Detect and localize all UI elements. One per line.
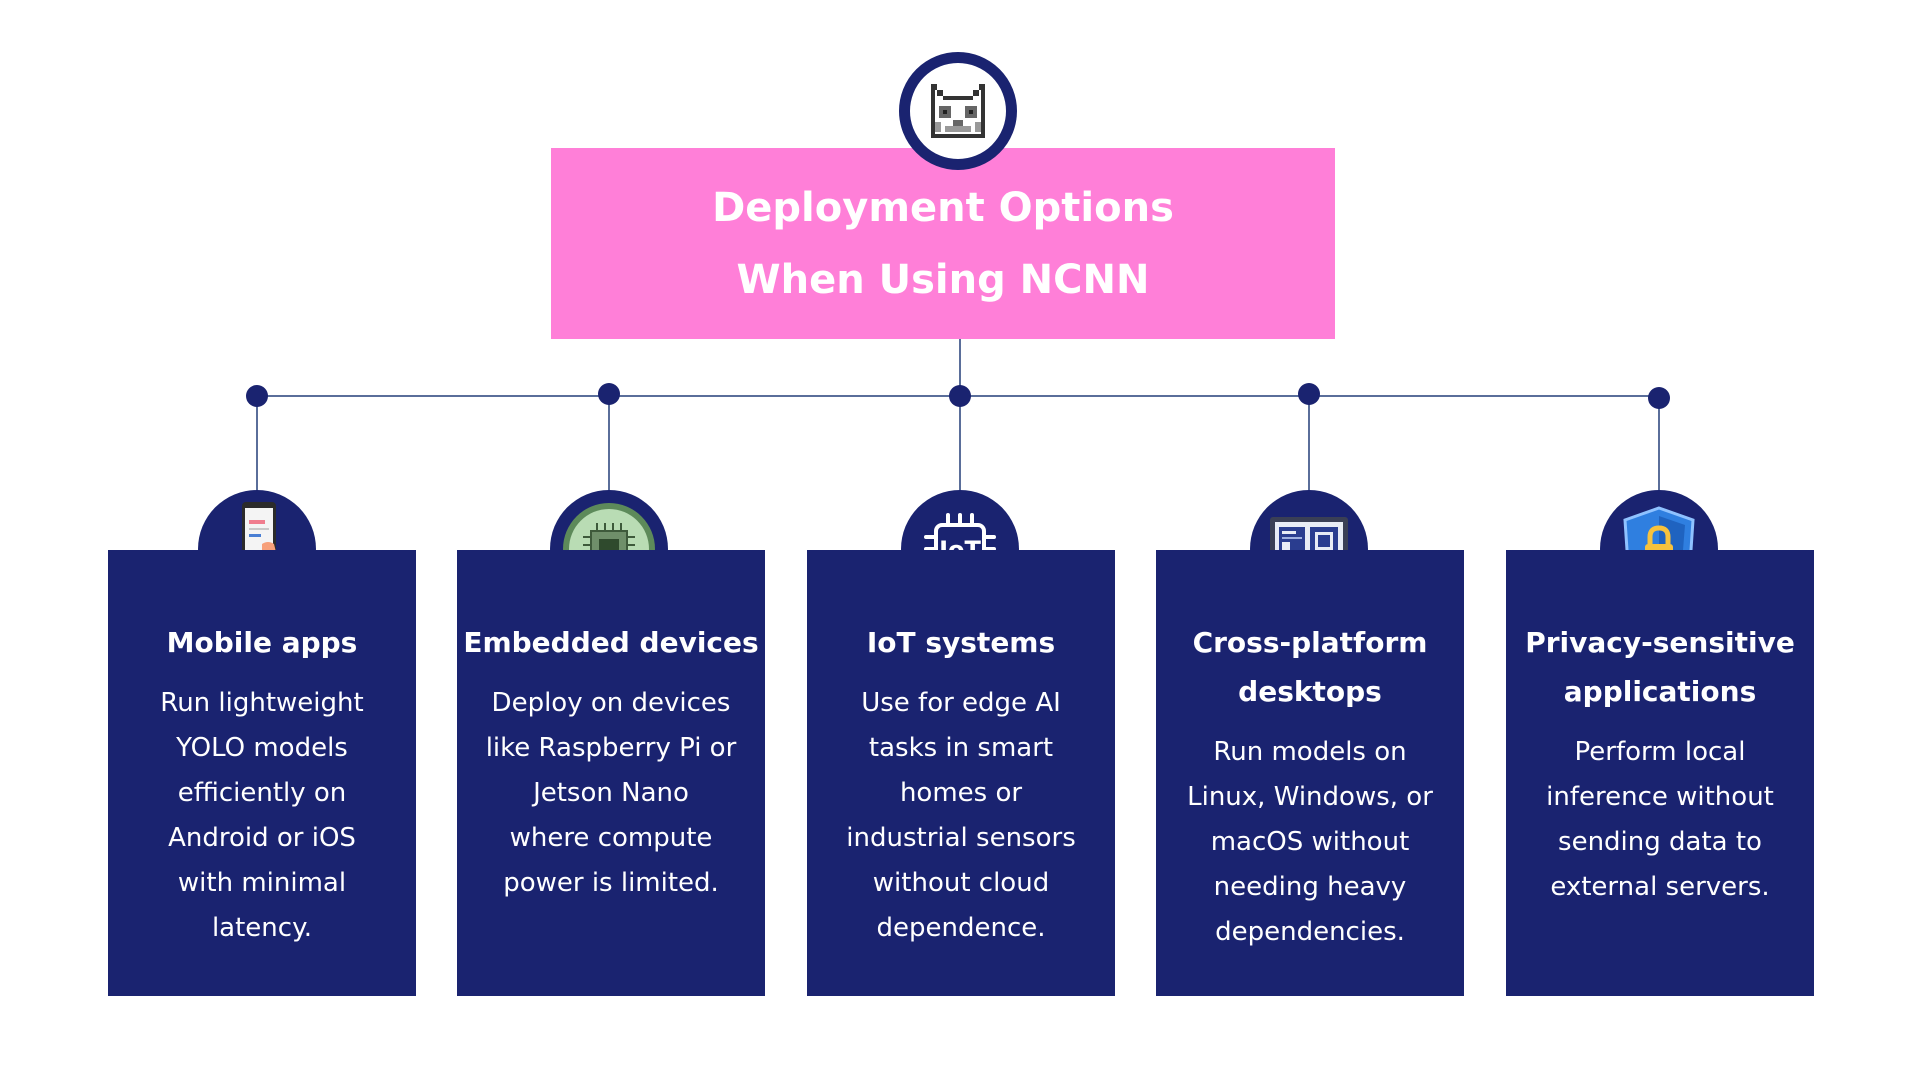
desc-line: without cloud [872, 868, 1050, 898]
desc-line: Run models on [1213, 737, 1407, 767]
desc-line: macOS without [1210, 827, 1410, 857]
card-description: Use for edge AI tasks in smart homes or … [807, 681, 1115, 951]
card-title: Privacy-sensitive applications [1506, 618, 1814, 716]
desc-line: efficiently on [177, 778, 347, 808]
card-title: Embedded devices [457, 618, 765, 667]
desc-line: Use for edge AI [861, 688, 1061, 718]
card-title: Cross-platform desktops [1156, 618, 1464, 716]
bus-node-2 [598, 383, 620, 405]
card-mobile-apps: Mobile apps Run lightweight YOLO models … [108, 550, 416, 996]
desc-line: power is limited. [503, 868, 719, 898]
desc-line: needing heavy [1213, 872, 1407, 902]
pixel-cat-icon [931, 84, 985, 138]
desc-line: dependence. [876, 913, 1046, 943]
desc-line: like Raspberry Pi or [485, 733, 737, 763]
card-description: Perform local inference without sending … [1506, 730, 1814, 910]
card-description: Run lightweight YOLO models efficiently … [108, 681, 416, 951]
desc-line: where compute [509, 823, 713, 853]
card-cross-platform-desktops: Cross-platform desktops Run models on Li… [1156, 550, 1464, 996]
desc-line: dependencies. [1215, 917, 1405, 947]
card-description: Run models on Linux, Windows, or macOS w… [1156, 730, 1464, 955]
desc-line: Run lightweight [160, 688, 364, 718]
desc-line: external servers. [1550, 872, 1770, 902]
desc-line: sending data to [1558, 827, 1762, 857]
card-embedded-devices: Embedded devices Deploy on devices like … [457, 550, 765, 996]
desc-line: Jetson Nano [533, 778, 689, 808]
card-title-line: Cross-platform [1192, 626, 1428, 659]
title-line-2: When Using NCNN [736, 256, 1150, 303]
card-description: Deploy on devices like Raspberry Pi or J… [457, 681, 765, 906]
card-title-line: Embedded devices [463, 626, 759, 659]
bus-node-3 [949, 385, 971, 407]
card-title-line: Privacy-sensitive [1525, 626, 1795, 659]
card-title-line: applications [1563, 675, 1757, 708]
desc-line: with minimal [177, 868, 347, 898]
card-privacy-sensitive-applications: Privacy-sensitive applications Perform l… [1506, 550, 1814, 996]
card-title-line: IoT systems [866, 626, 1056, 659]
bus-node-1 [246, 385, 268, 407]
desc-line: Perform local [1574, 737, 1746, 767]
title-box: Deployment Options When Using NCNN [551, 148, 1335, 339]
card-title: IoT systems [807, 618, 1115, 667]
desc-line: inference without [1546, 782, 1774, 812]
desc-line: industrial sensors [846, 823, 1076, 853]
desc-line: Deploy on devices [491, 688, 731, 718]
desc-line: tasks in smart [868, 733, 1054, 763]
logo-badge [899, 52, 1017, 170]
card-title: Mobile apps [108, 618, 416, 667]
desc-line: homes or [899, 778, 1023, 808]
card-title-line: Mobile apps [166, 626, 358, 659]
desc-line: YOLO models [176, 733, 348, 763]
bus-node-5 [1648, 387, 1670, 409]
bus-node-4 [1298, 383, 1320, 405]
desc-line: Linux, Windows, or [1187, 782, 1433, 812]
desc-line: Android or iOS [168, 823, 356, 853]
card-iot-systems: IoT systems Use for edge AI tasks in sma… [807, 550, 1115, 996]
card-title-line: desktops [1238, 675, 1382, 708]
desc-line: latency. [211, 913, 313, 943]
title-line-1: Deployment Options [712, 184, 1174, 231]
